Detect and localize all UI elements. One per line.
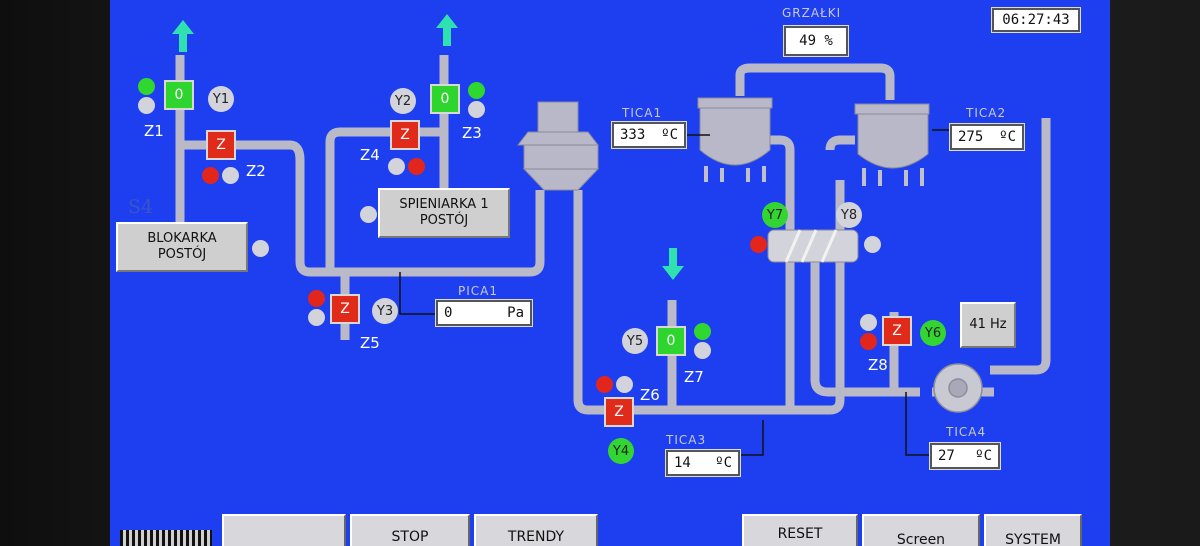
status-dot-red (408, 158, 425, 175)
z1-label: Z1 (144, 122, 164, 140)
status-dot (388, 158, 405, 175)
tica3-value: 14 ºC (665, 449, 741, 477)
status-dot-green (694, 323, 711, 340)
z6-label: Z6 (640, 386, 660, 404)
valve-z5[interactable]: Z (330, 294, 360, 324)
z7-label: Z7 (684, 368, 704, 386)
z8-label: Z8 (868, 356, 888, 374)
status-dot-green (468, 82, 485, 99)
trendy-button[interactable]: TRENDY (474, 514, 598, 546)
status-dot-red (308, 290, 325, 307)
heater-value: 49 % (783, 25, 849, 57)
clock-text: 06:27:43 (1002, 12, 1070, 28)
stop-button[interactable]: STOP (350, 514, 470, 546)
y7-indicator: Y7 (762, 202, 788, 228)
tica1-unit: ºC (661, 127, 678, 143)
tica3-unit: ºC (715, 455, 732, 471)
blokarka-line1: BLOKARKA (147, 231, 217, 246)
indicator-dot (360, 206, 377, 223)
frequency-button[interactable]: 41 Hz (960, 302, 1016, 348)
clock-display: 06:27:43 (991, 7, 1081, 33)
pica1-value: 0 Pa (435, 299, 533, 327)
status-dot (222, 167, 239, 184)
status-dot (138, 97, 155, 114)
y1-indicator: Y1 (208, 86, 234, 112)
tica3-label: TICA3 (666, 433, 707, 447)
heater-label: GRZAŁKI (782, 6, 842, 20)
tica2-label: TICA2 (966, 106, 1007, 120)
system-button[interactable]: SYSTEM (984, 514, 1082, 546)
tica4-unit: ºC (975, 448, 992, 464)
valve-z8[interactable]: Z (882, 316, 912, 346)
pica1-value-text: 0 (444, 305, 453, 321)
status-dot (468, 101, 485, 118)
valve-z6[interactable]: Z (604, 397, 634, 427)
valve-z3[interactable]: 0 (430, 84, 460, 114)
tica4-value-text: 27 (938, 448, 955, 464)
y6-indicator: Y6 (920, 320, 946, 346)
pipe-network (175, 55, 1051, 456)
tica2-value: 275 ºC (949, 123, 1025, 151)
status-dot (860, 314, 877, 331)
valve-z7[interactable]: 0 (656, 326, 686, 356)
flow-down-arrow-icon (662, 248, 684, 280)
spieniarka-line1: SPIENIARKA 1 (399, 197, 489, 212)
blokarka-line2: POSTÓJ (157, 247, 207, 262)
tica2-unit: ºC (999, 129, 1016, 145)
flow-up-arrow-icon (172, 20, 194, 52)
indicator-dot (252, 240, 269, 257)
valve-z1[interactable]: 0 (164, 80, 194, 110)
status-dot-red (596, 376, 613, 393)
z4-label: Z4 (360, 146, 380, 164)
reset-button[interactable]: RESET (742, 514, 858, 546)
frequency-text: 41 Hz (969, 317, 1007, 332)
hmi-screen: 06:27:43 GRZAŁKI 49 % S4 BLOKARKA POSTÓJ… (110, 0, 1110, 546)
spieniarka-line2: POSTÓJ (419, 213, 469, 228)
tica4-value: 27 ºC (929, 442, 1001, 470)
pica1-label: PICA1 (458, 284, 498, 298)
y3-indicator: Y3 (372, 298, 398, 324)
status-dot (864, 236, 881, 253)
valve-z2[interactable]: Z (206, 130, 236, 160)
bar-graph-icon (120, 530, 212, 546)
tica1-value-text: 333 (620, 127, 646, 143)
status-dot (694, 342, 711, 359)
status-dot (616, 376, 633, 393)
blokarka-button[interactable]: BLOKARKA POSTÓJ (116, 222, 248, 272)
z5-label: Z5 (360, 334, 380, 352)
status-dot-green (138, 78, 155, 95)
heater-value-text: 49 % (799, 33, 833, 49)
y8-indicator: Y8 (836, 202, 862, 228)
z2-label: Z2 (246, 162, 266, 180)
flow-up-arrow-icon (436, 14, 458, 46)
pica1-unit: Pa (507, 305, 524, 321)
screen-button[interactable]: Screen (862, 514, 980, 546)
function-button-blank[interactable] (222, 514, 346, 546)
status-dot (308, 309, 325, 326)
status-dot-red (202, 167, 219, 184)
z3-label: Z3 (462, 124, 482, 142)
y4-indicator: Y4 (608, 438, 634, 464)
status-dot-red (860, 333, 877, 350)
tica1-value: 333 ºC (611, 121, 687, 149)
tica1-label: TICA1 (622, 106, 663, 120)
tica3-value-text: 14 (674, 455, 691, 471)
side-label: S4 (128, 196, 154, 218)
y5-indicator: Y5 (622, 328, 648, 354)
tica2-value-text: 275 (958, 129, 984, 145)
valve-z4[interactable]: Z (390, 120, 420, 150)
status-dot-red (750, 236, 767, 253)
y2-indicator: Y2 (390, 88, 416, 114)
tica4-label: TICA4 (946, 425, 987, 439)
spieniarka-button[interactable]: SPIENIARKA 1 POSTÓJ (378, 188, 510, 238)
